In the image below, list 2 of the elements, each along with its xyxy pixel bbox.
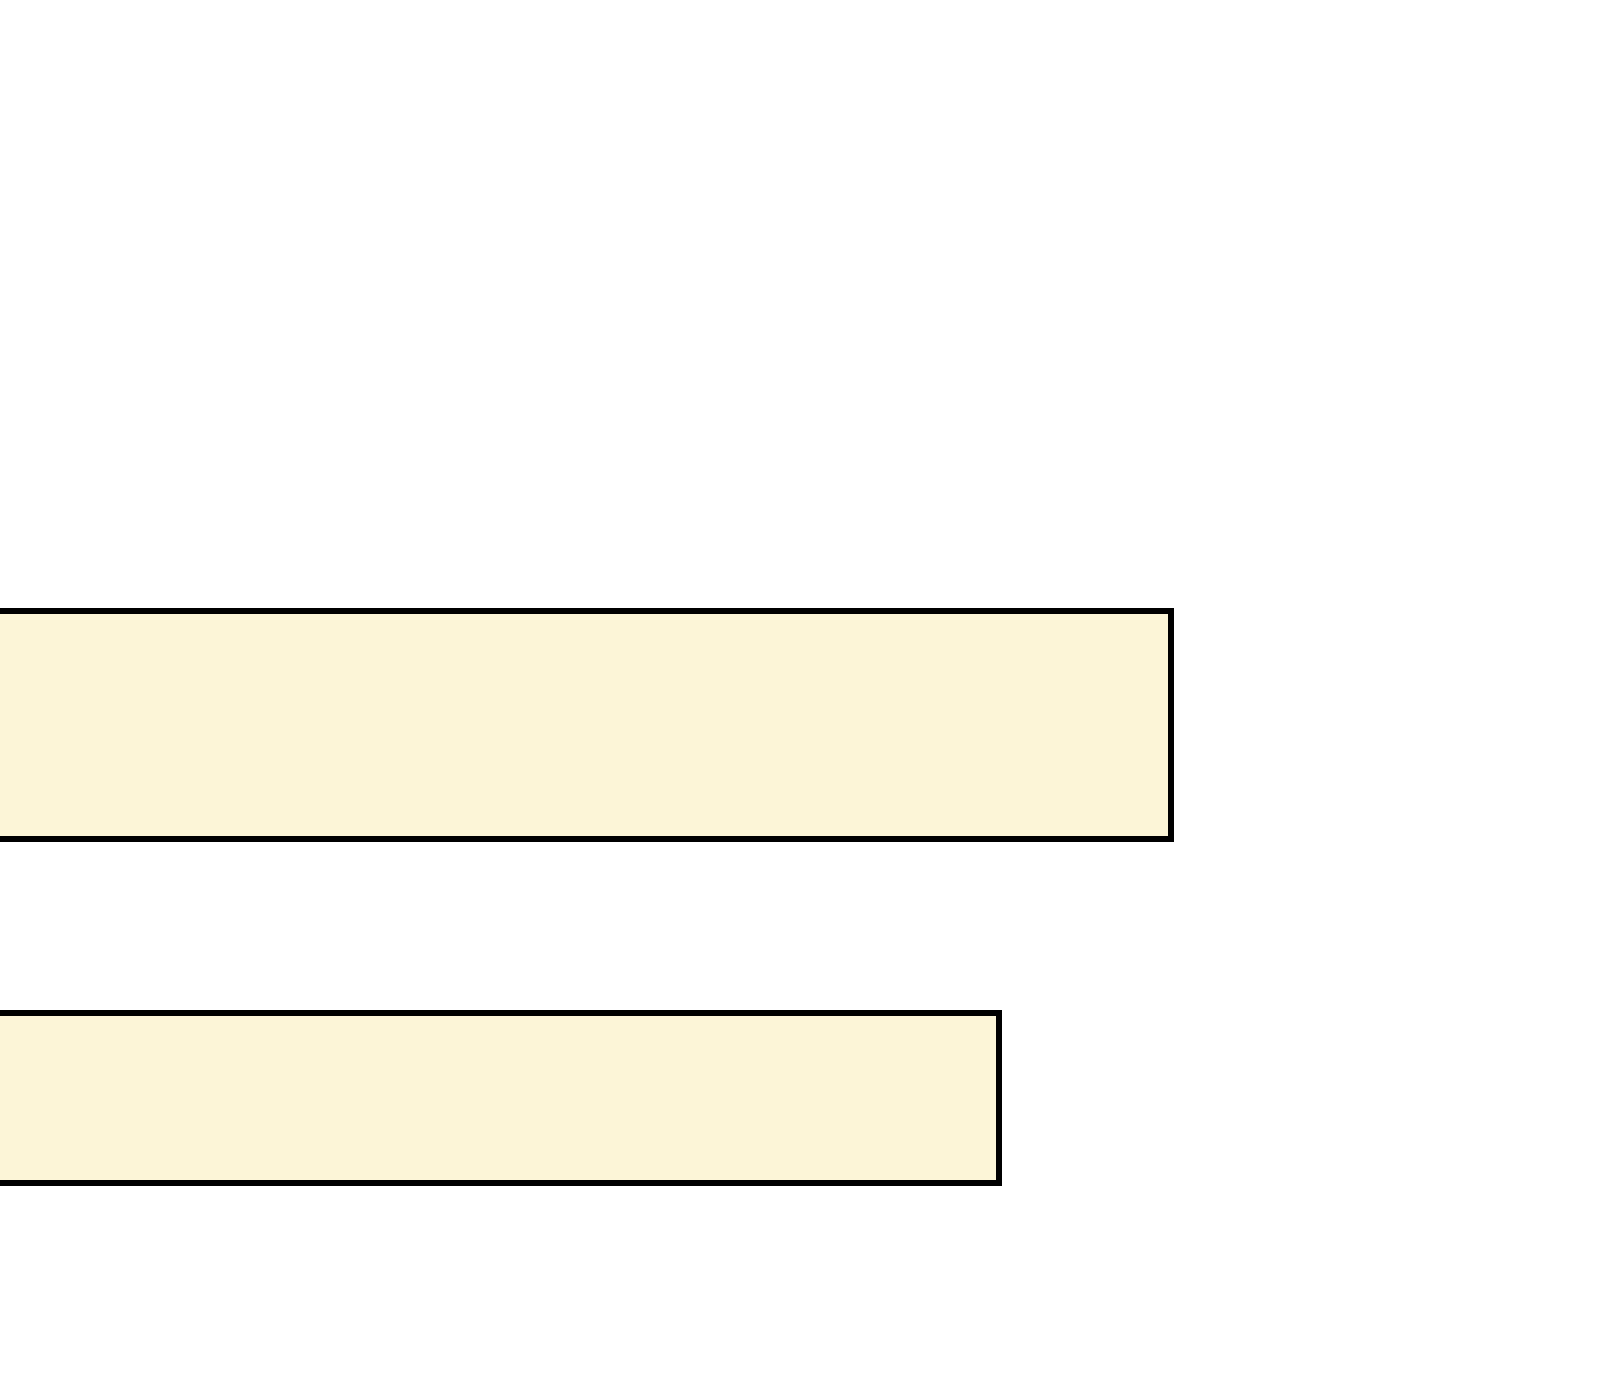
empty-panel bbox=[0, 608, 1174, 842]
empty-panel bbox=[0, 1010, 1002, 1186]
